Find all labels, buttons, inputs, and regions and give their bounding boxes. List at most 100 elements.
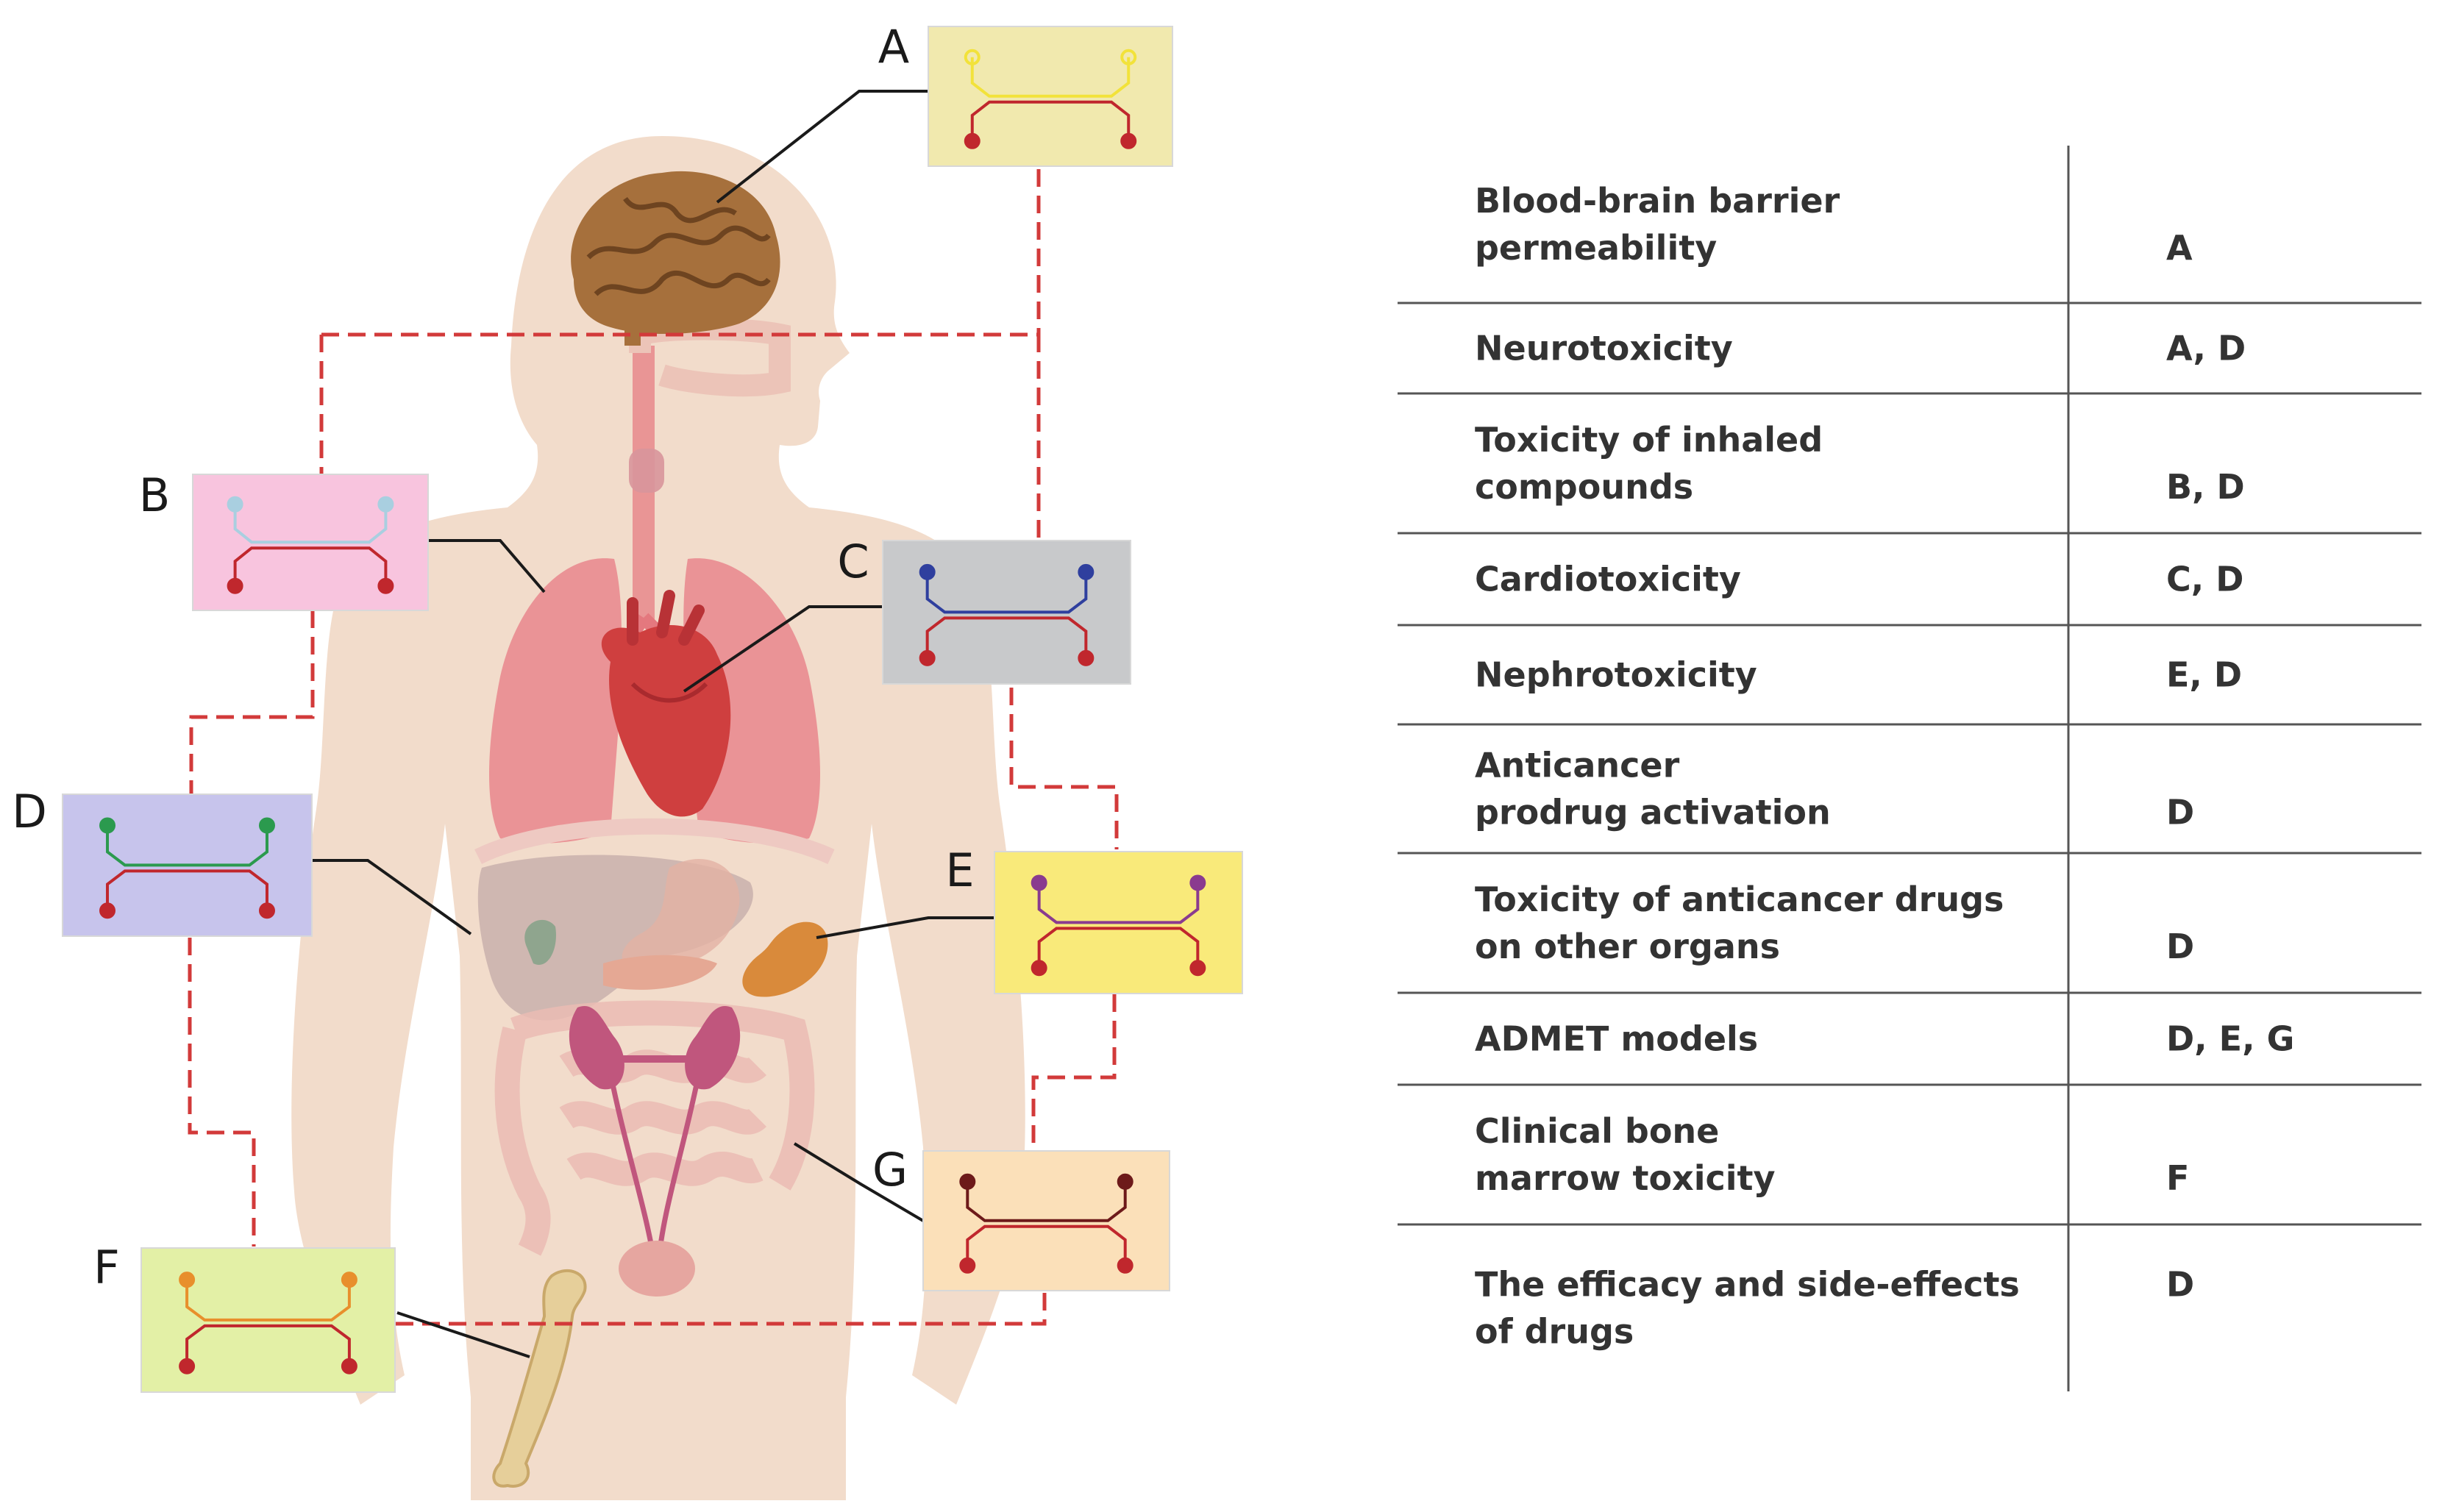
inlet-port <box>377 496 394 513</box>
chip-assignment: E, D <box>2166 655 2242 695</box>
inlet-port <box>964 49 981 65</box>
table-row: Clinical bone marrow toxicity F <box>1475 1111 2189 1198</box>
brain <box>571 171 780 346</box>
outlet-channel <box>106 869 268 911</box>
chip-assignment: D, E, G <box>2166 1019 2294 1059</box>
application-label: Neurotoxicity <box>1475 329 1733 368</box>
chip-label-c: C <box>837 535 869 588</box>
outlet-port <box>964 132 981 149</box>
application-label: The efficacy and side-effects of drugs <box>1475 1265 2020 1352</box>
outlet-channel <box>970 100 1131 141</box>
inlet-channel <box>970 57 1131 98</box>
chip-label-g: G <box>872 1143 908 1197</box>
inlet-port <box>341 1272 357 1288</box>
table-row: ADMET models D, E, G <box>1475 1019 2294 1059</box>
chip-assignment: D <box>2166 1265 2194 1305</box>
chip-assignment: D <box>2166 793 2194 832</box>
outlet-channel <box>966 1224 1127 1266</box>
inlet-channel <box>233 504 388 544</box>
application-label-line: Toxicity of anticancer drugs <box>1475 880 2004 919</box>
inlet-port <box>959 1173 976 1190</box>
inlet-port <box>1031 874 1047 891</box>
inlet-port <box>1117 1173 1133 1190</box>
chip-assignment: F <box>2166 1158 2189 1198</box>
application-label-line: Clinical bone <box>1475 1111 1719 1151</box>
outlet-port <box>341 1358 357 1374</box>
chip-label-e: E <box>945 844 974 897</box>
outlet-port <box>919 649 936 666</box>
table-row: Neurotoxicity A, D <box>1475 329 2246 368</box>
application-label-line: compounds <box>1475 467 1693 507</box>
inlet-port <box>1189 874 1206 891</box>
application-label-line: on other organs <box>1475 927 1780 966</box>
inlet-channel <box>925 571 1088 614</box>
heart-shape <box>601 625 731 817</box>
outlet-port <box>1120 132 1137 149</box>
stomach <box>622 859 740 971</box>
chip-label-a: A <box>878 20 909 74</box>
outlet-channel <box>233 546 388 586</box>
chip-c: C <box>837 535 1131 685</box>
outlet-port <box>377 577 394 594</box>
application-label-line: Toxicity of inhaled <box>1475 420 1823 460</box>
chip-a: A <box>878 20 1173 167</box>
inlet-port <box>1120 49 1137 65</box>
inlet-port <box>919 563 936 580</box>
application-label-line: The efficacy and side-effects <box>1475 1265 2020 1305</box>
application-label-line: ADMET models <box>1475 1019 1758 1059</box>
application-label-line: prodrug activation <box>1475 793 1831 832</box>
application-label-line: marrow toxicity <box>1475 1158 1776 1198</box>
application-label: ADMET models <box>1475 1019 1758 1059</box>
outlet-port <box>1189 960 1206 977</box>
outlet-channel <box>925 616 1088 658</box>
outlet-port <box>258 902 275 919</box>
inlet-port <box>227 496 243 513</box>
outlet-port <box>1117 1257 1133 1274</box>
outlet-port <box>179 1358 196 1374</box>
inlet-port <box>99 817 116 834</box>
gallbladder <box>524 919 556 965</box>
chip-assignment: A <box>2166 228 2193 268</box>
chip-assignment: C, D <box>2166 560 2243 599</box>
inlet-channel <box>966 1181 1127 1222</box>
liver <box>477 855 753 1021</box>
body-outline <box>291 136 1025 1500</box>
application-label: Toxicity of anticancer drugs on other org… <box>1475 880 2004 966</box>
outlet-port <box>227 577 243 594</box>
table-row: Cardiotoxicity C, D <box>1475 560 2243 599</box>
inlet-channel <box>1037 882 1200 924</box>
application-label: Toxicity of inhaled compounds <box>1475 420 1823 507</box>
chip-g: G <box>872 1143 1170 1291</box>
leader-lines <box>312 90 994 1358</box>
chip-assignment: B, D <box>2166 467 2245 507</box>
inlet-channel <box>106 825 268 867</box>
application-label-line: of drugs <box>1475 1312 1634 1352</box>
urinary-system <box>569 1006 741 1297</box>
chip-label-d: D <box>12 785 47 838</box>
outlet-port <box>1031 960 1047 977</box>
perfusion-connectors <box>188 169 1119 1326</box>
chip-f: F <box>93 1241 396 1393</box>
chip-assignment: D <box>2166 927 2194 966</box>
application-label-line: Neurotoxicity <box>1475 329 1733 368</box>
inlet-port <box>1078 563 1095 580</box>
chip-d: D <box>12 785 313 937</box>
application-label: Cardiotoxicity <box>1475 560 1741 599</box>
heart <box>601 590 731 817</box>
larynx <box>629 449 664 493</box>
inlet-port <box>179 1272 196 1288</box>
application-label-line: Cardiotoxicity <box>1475 560 1741 599</box>
chip-b: B <box>139 468 429 611</box>
outlet-port <box>959 1257 976 1274</box>
organ-chips: A B C D E F G <box>12 20 1243 1393</box>
chip-assignment: A, D <box>2166 329 2246 368</box>
outlet-channel <box>1037 927 1200 969</box>
application-label: Clinical bone marrow toxicity <box>1475 1111 1776 1198</box>
table-row: Toxicity of anticancer drugs on other org… <box>1475 880 2194 966</box>
